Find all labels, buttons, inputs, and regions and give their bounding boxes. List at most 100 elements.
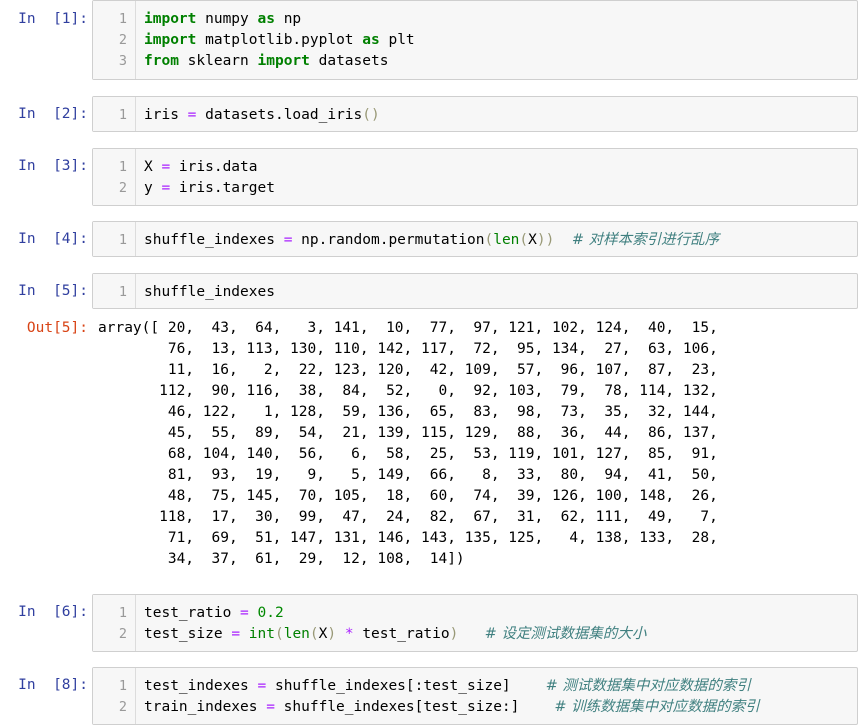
code-text: test_size = int(len(X) * test_ratio) # 设…	[144, 624, 646, 645]
code-token: X	[318, 626, 328, 642]
builtin-token: len	[283, 626, 310, 642]
line-number-gutter	[93, 274, 136, 308]
operator-token: =	[283, 232, 293, 248]
line-number: 1	[118, 678, 127, 694]
operator-token: =	[240, 605, 249, 621]
output-line: 48, 75, 145, 70, 105, 18, 60, 74, 39, 12…	[98, 488, 718, 504]
code-token: datasets	[309, 53, 389, 69]
code-token: shuffle_indexes	[144, 232, 284, 248]
code-token	[336, 626, 345, 642]
line-number: 1	[118, 107, 127, 123]
code-line: 2 test_size = int(len(X) * test_ratio) # …	[93, 624, 857, 645]
code-cell-6[interactable]: In [6]: 1 test_ratio = 0.2 2 test_size = in…	[0, 594, 860, 652]
comment-token: # 测试数据集中对应数据的索引	[545, 678, 751, 694]
input-prompt: In [1]:	[18, 11, 88, 27]
code-line: 2 train_indexes = shuffle_indexes[test_si…	[93, 697, 857, 718]
code-token: sklearn	[178, 53, 258, 69]
comment-token: # 设定测试数据集的大小	[484, 626, 647, 642]
operator-token: =	[257, 678, 267, 694]
code-token	[458, 626, 484, 642]
output-line: 46, 122, 1, 128, 59, 136, 65, 83, 98, 73…	[98, 404, 718, 420]
operator-token: =	[161, 159, 171, 175]
code-text: iris = datasets.load_iris()	[144, 105, 380, 126]
code-token	[240, 626, 249, 642]
line-number: 1	[118, 605, 127, 621]
code-text: shuffle_indexes	[144, 282, 275, 303]
code-token: np	[274, 11, 302, 27]
code-token: plt	[379, 32, 415, 48]
output-line: 76, 13, 113, 130, 110, 142, 117, 72, 95,…	[98, 341, 718, 357]
output-line: 34, 37, 61, 29, 12, 108, 14])	[98, 551, 465, 567]
code-token: iris	[144, 107, 188, 123]
code-token: y	[144, 180, 162, 196]
code-token: matplotlib.pyplot	[196, 32, 363, 48]
code-token: shuffle_indexes	[144, 284, 275, 300]
code-text: shuffle_indexes = np.random.permutation(…	[144, 230, 719, 251]
code-text: train_indexes = shuffle_indexes[test_siz…	[144, 697, 760, 718]
line-number: 3	[118, 53, 127, 69]
code-text: import numpy as np	[144, 9, 301, 30]
input-prompt: In [5]:	[18, 283, 88, 299]
code-editor[interactable]: 1 test_ratio = 0.2 2 test_size = int(len(X)…	[92, 594, 858, 652]
number-token: 0.2	[257, 605, 284, 621]
operator-token: =	[266, 699, 275, 715]
line-number-gutter	[93, 222, 136, 256]
code-text: from sklearn import datasets	[144, 51, 388, 72]
code-line: 1 import numpy as np	[93, 9, 857, 30]
keyword-token: as	[257, 11, 275, 27]
input-prompt: In [8]:	[18, 677, 88, 693]
line-number-gutter	[93, 149, 136, 205]
input-prompt: In [6]:	[18, 604, 88, 620]
code-token: test_ratio	[353, 626, 450, 642]
keyword-token: import	[144, 11, 197, 27]
output-text: array([ 20, 43, 64, 3, 141, 10, 77, 97, …	[98, 318, 858, 570]
line-number: 1	[118, 11, 127, 27]
output-line: 112, 90, 116, 38, 84, 52, 0, 92, 103, 79…	[98, 383, 718, 399]
code-lines: 1 test_ratio = 0.2 2 test_size = int(len(X)…	[93, 603, 857, 645]
output-line: 45, 55, 89, 54, 21, 139, 115, 129, 88, 3…	[98, 425, 718, 441]
output-line: 68, 104, 140, 56, 6, 58, 25, 53, 119, 10…	[98, 446, 718, 462]
keyword-token: as	[362, 32, 380, 48]
paren-token: ()	[362, 107, 380, 123]
paren-token: (	[484, 232, 494, 248]
paren-token: (	[274, 626, 284, 642]
code-text: X = iris.data	[144, 157, 258, 178]
code-token: test_size	[144, 626, 232, 642]
paren-token: (	[309, 626, 319, 642]
code-token: iris.data	[170, 159, 258, 175]
keyword-token: from	[144, 53, 179, 69]
code-token: X	[528, 232, 537, 248]
paren-token: )	[449, 626, 459, 642]
code-line: 3 from sklearn import datasets	[93, 51, 857, 72]
output-cell-5: Out[5]: array([ 20, 43, 64, 3, 141, 10, …	[0, 318, 860, 578]
code-text: test_ratio = 0.2	[144, 603, 284, 624]
line-number: 2	[118, 626, 127, 642]
input-prompt: In [3]:	[18, 158, 88, 174]
output-line: 11, 16, 2, 22, 123, 120, 42, 109, 57, 96…	[98, 362, 718, 378]
line-number: 2	[118, 699, 127, 715]
code-text: import matplotlib.pyplot as plt	[144, 30, 415, 51]
paren-token: (	[519, 232, 529, 248]
code-token	[554, 232, 571, 248]
